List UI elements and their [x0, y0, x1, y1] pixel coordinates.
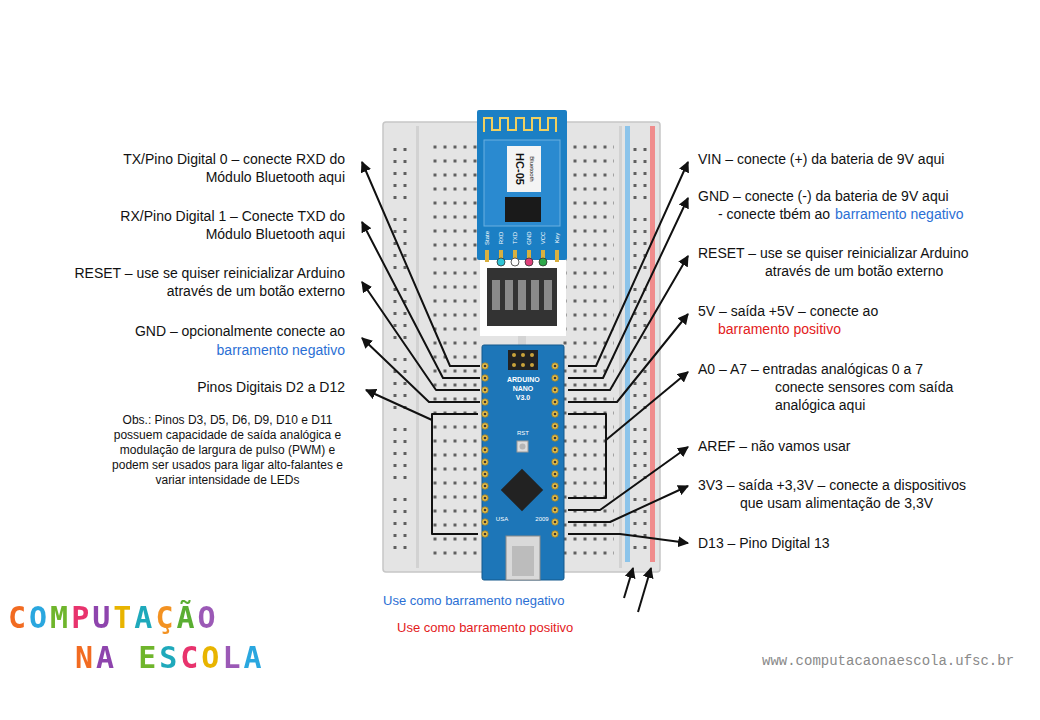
header-slot	[544, 280, 552, 310]
pwm-note: Obs.: Pinos D3, D5, D6, D9, D10 e D11 po…	[110, 413, 345, 488]
breadboard-holes	[562, 136, 614, 556]
rail-note: barramento positivo	[718, 320, 841, 338]
icsp-pin	[521, 353, 525, 357]
arduino-nano-illustration	[480, 345, 564, 580]
nano-pins	[480, 360, 490, 540]
wire-end	[511, 258, 519, 266]
header-slot	[492, 280, 500, 310]
pin-note: AREF – não vamos usar	[698, 437, 851, 455]
website-url: www.computacaonaescola.ufsc.br	[762, 652, 1014, 670]
leader-arrow	[568, 534, 688, 543]
rail-caption: Use como barramento positivo	[397, 619, 573, 637]
pin-bracket	[568, 414, 606, 498]
pin-label: RXD	[498, 232, 504, 245]
rail-note: barramento negativo	[217, 341, 345, 359]
pin-note: VIN – conecte (+) da bateria de 9V aqui	[698, 150, 944, 168]
pin-label: TXD	[512, 232, 518, 244]
pin-note: Pinos Digitais D2 a D12	[197, 378, 345, 396]
header-slot	[505, 280, 513, 310]
module-pin	[485, 250, 489, 262]
pin-label: VCC	[540, 232, 546, 245]
usb-connector	[506, 536, 540, 580]
pin-note: 3V3 – saída +3,3V – conecte a dispositiv…	[698, 476, 988, 512]
pin-label: State	[484, 231, 490, 245]
logo-word: COMPUTAÇÃO	[8, 600, 219, 636]
reset-button	[517, 441, 528, 452]
pin-note: RESET – use se quiser reinicializar Ardu…	[698, 244, 1018, 280]
icsp-pin	[512, 363, 516, 367]
wire-end	[497, 258, 505, 266]
module-name: HC-05	[514, 153, 525, 185]
module-label-panel	[507, 146, 541, 192]
breadboard-groove	[416, 126, 419, 568]
icsp-pin	[521, 363, 525, 367]
pin-note: TX/Pino Digital 0 – conecte RXD do Módul…	[80, 150, 345, 186]
leader-arrow	[638, 568, 651, 612]
negative-rail-stripe	[625, 126, 630, 562]
header-backing	[480, 256, 566, 336]
board-marking: USA	[496, 516, 508, 522]
board-marking: 2009	[535, 516, 548, 522]
nano-pins	[550, 360, 560, 540]
rail-note: barramento negativo	[835, 205, 963, 223]
reset-button-cap	[520, 444, 526, 450]
icsp-header	[508, 350, 538, 370]
icsp-pin	[512, 353, 516, 357]
pin-note: - conecte tbém ao	[718, 205, 830, 223]
board-name: ARDUINO NANO V3.0	[507, 375, 539, 402]
pin-note: RX/Pino Digital 1 – Conecte TXD do Módul…	[80, 207, 345, 243]
leader-arrow	[568, 486, 688, 522]
antenna-trace	[484, 118, 556, 132]
leader-arrow	[366, 390, 432, 420]
usb-connector-inner	[512, 546, 534, 576]
wire-end	[539, 258, 547, 266]
rail-caption: Use como barramento negativo	[383, 592, 564, 610]
icsp-pin	[530, 353, 534, 357]
pin-bracket	[432, 414, 478, 534]
pin-note: GND – conecte (-) da bateria de 9V aqui	[698, 187, 949, 205]
breadboard-holes	[429, 136, 479, 556]
leader-arrow	[362, 282, 480, 390]
leader-lines	[362, 162, 688, 612]
bluetooth-module-illustration	[477, 110, 567, 336]
header-slot	[531, 280, 539, 310]
module-chip	[505, 197, 541, 222]
module-pin	[555, 250, 559, 262]
pin-label: Key	[554, 233, 560, 243]
pin-label: GND	[526, 231, 532, 244]
pin-note: RESET – use se quiser reinicializar Ardu…	[40, 264, 345, 300]
module-core	[484, 140, 560, 226]
breadboard-groove	[619, 126, 622, 568]
rail-holes	[390, 140, 410, 560]
nano-board	[482, 345, 564, 580]
leader-arrow	[624, 568, 633, 598]
wire-end	[525, 258, 533, 266]
pin-note: A0 – A7 – entradas analógicas 0 a 7 cone…	[698, 360, 968, 414]
pin-note: GND – opcionalmente conecte ao	[135, 322, 345, 340]
bluetooth-module: HC-05 BluetoothState RXD TXD GND VCC Key	[477, 110, 567, 260]
logo-word: NA ESCOLA	[75, 640, 265, 676]
leader-arrow	[568, 256, 688, 390]
module-board	[477, 110, 567, 260]
leader-arrow	[606, 372, 688, 440]
pin-header	[487, 268, 557, 326]
button-label: RST	[517, 430, 529, 436]
pin-note: 5V – saída +5V – conecte ao	[698, 302, 878, 320]
header-slot	[518, 280, 526, 310]
icsp-pin	[530, 363, 534, 367]
positive-rail-stripe	[650, 126, 655, 562]
microcontroller-chip	[501, 469, 543, 511]
pin-note: D13 – Pino Digital 13	[698, 534, 830, 552]
arduino-nano-board: ARDUINO NANO V3.0RST USA 2009	[482, 345, 564, 580]
module-subtitle: Bluetooth	[529, 156, 535, 181]
leader-arrow	[568, 314, 688, 402]
leader-arrow	[568, 447, 688, 510]
leader-arrow	[362, 338, 480, 402]
